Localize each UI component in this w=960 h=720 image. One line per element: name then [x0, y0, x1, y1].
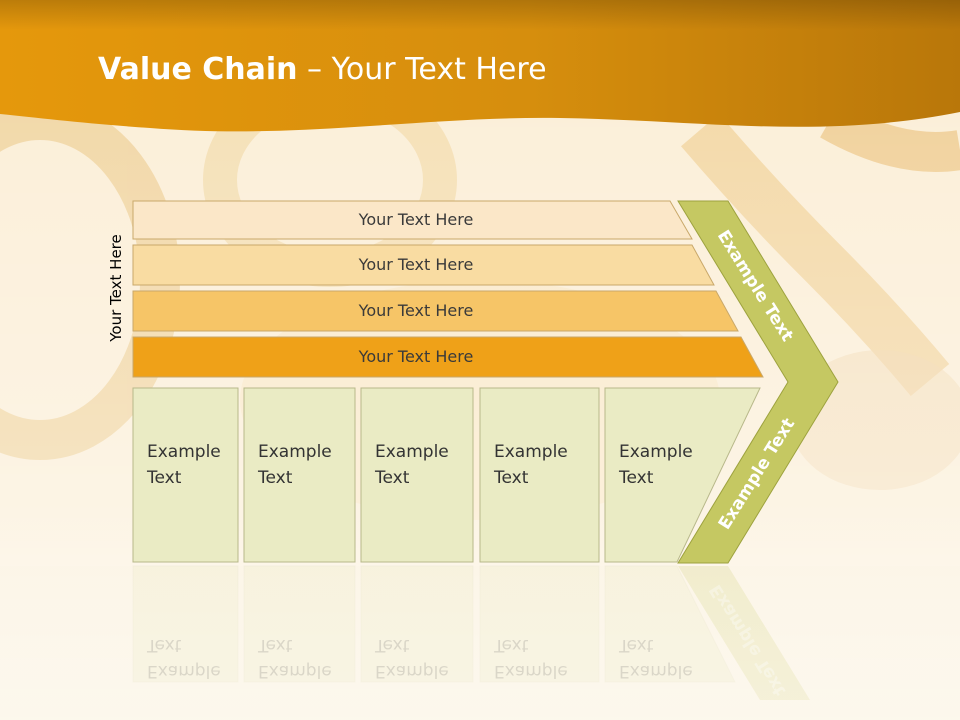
activity-box-label-reflection-5: Example Text	[619, 635, 693, 681]
value-band-label-3: Your Text Here	[358, 301, 474, 320]
activity-box-label-reflection-3: Example Text	[375, 635, 449, 681]
activity-box-label-4: Example Text	[494, 442, 568, 488]
value-band-label-2: Your Text Here	[358, 255, 474, 274]
value-band-3	[132, 290, 739, 332]
reflection-fade	[0, 566, 960, 720]
activity-box-label-3: Example Text	[375, 442, 449, 488]
activity-box-4	[479, 387, 600, 563]
margin-chevron	[677, 200, 839, 564]
value-band-label-1: Your Text Here	[358, 210, 474, 229]
activity-box-label-5: Example Text	[619, 442, 693, 488]
activity-box-label-reflection-4: Example Text	[494, 635, 568, 681]
activity-box-label-reflection-2: Example Text	[258, 635, 332, 681]
value-band-1	[132, 200, 693, 240]
activity-box-label-2: Example Text	[258, 442, 332, 488]
title-rest: – Your Text Here	[297, 52, 547, 87]
activity-box-label-1: Example Text	[147, 442, 221, 488]
activity-box-3	[360, 387, 474, 563]
slide-title: Value Chain – Your Text Here	[98, 52, 547, 87]
side-label: Your Text Here	[107, 234, 125, 342]
activity-box-label-reflection-1: Example Text	[147, 635, 221, 681]
activity-box-2	[243, 387, 356, 563]
header-band	[0, 0, 960, 132]
value-band-4	[132, 336, 764, 378]
value-band-2	[132, 244, 715, 286]
value-band-label-4: Your Text Here	[358, 347, 474, 366]
activity-box-1	[132, 387, 239, 563]
activity-box-5	[604, 387, 761, 563]
title-bold: Value Chain	[98, 52, 298, 87]
